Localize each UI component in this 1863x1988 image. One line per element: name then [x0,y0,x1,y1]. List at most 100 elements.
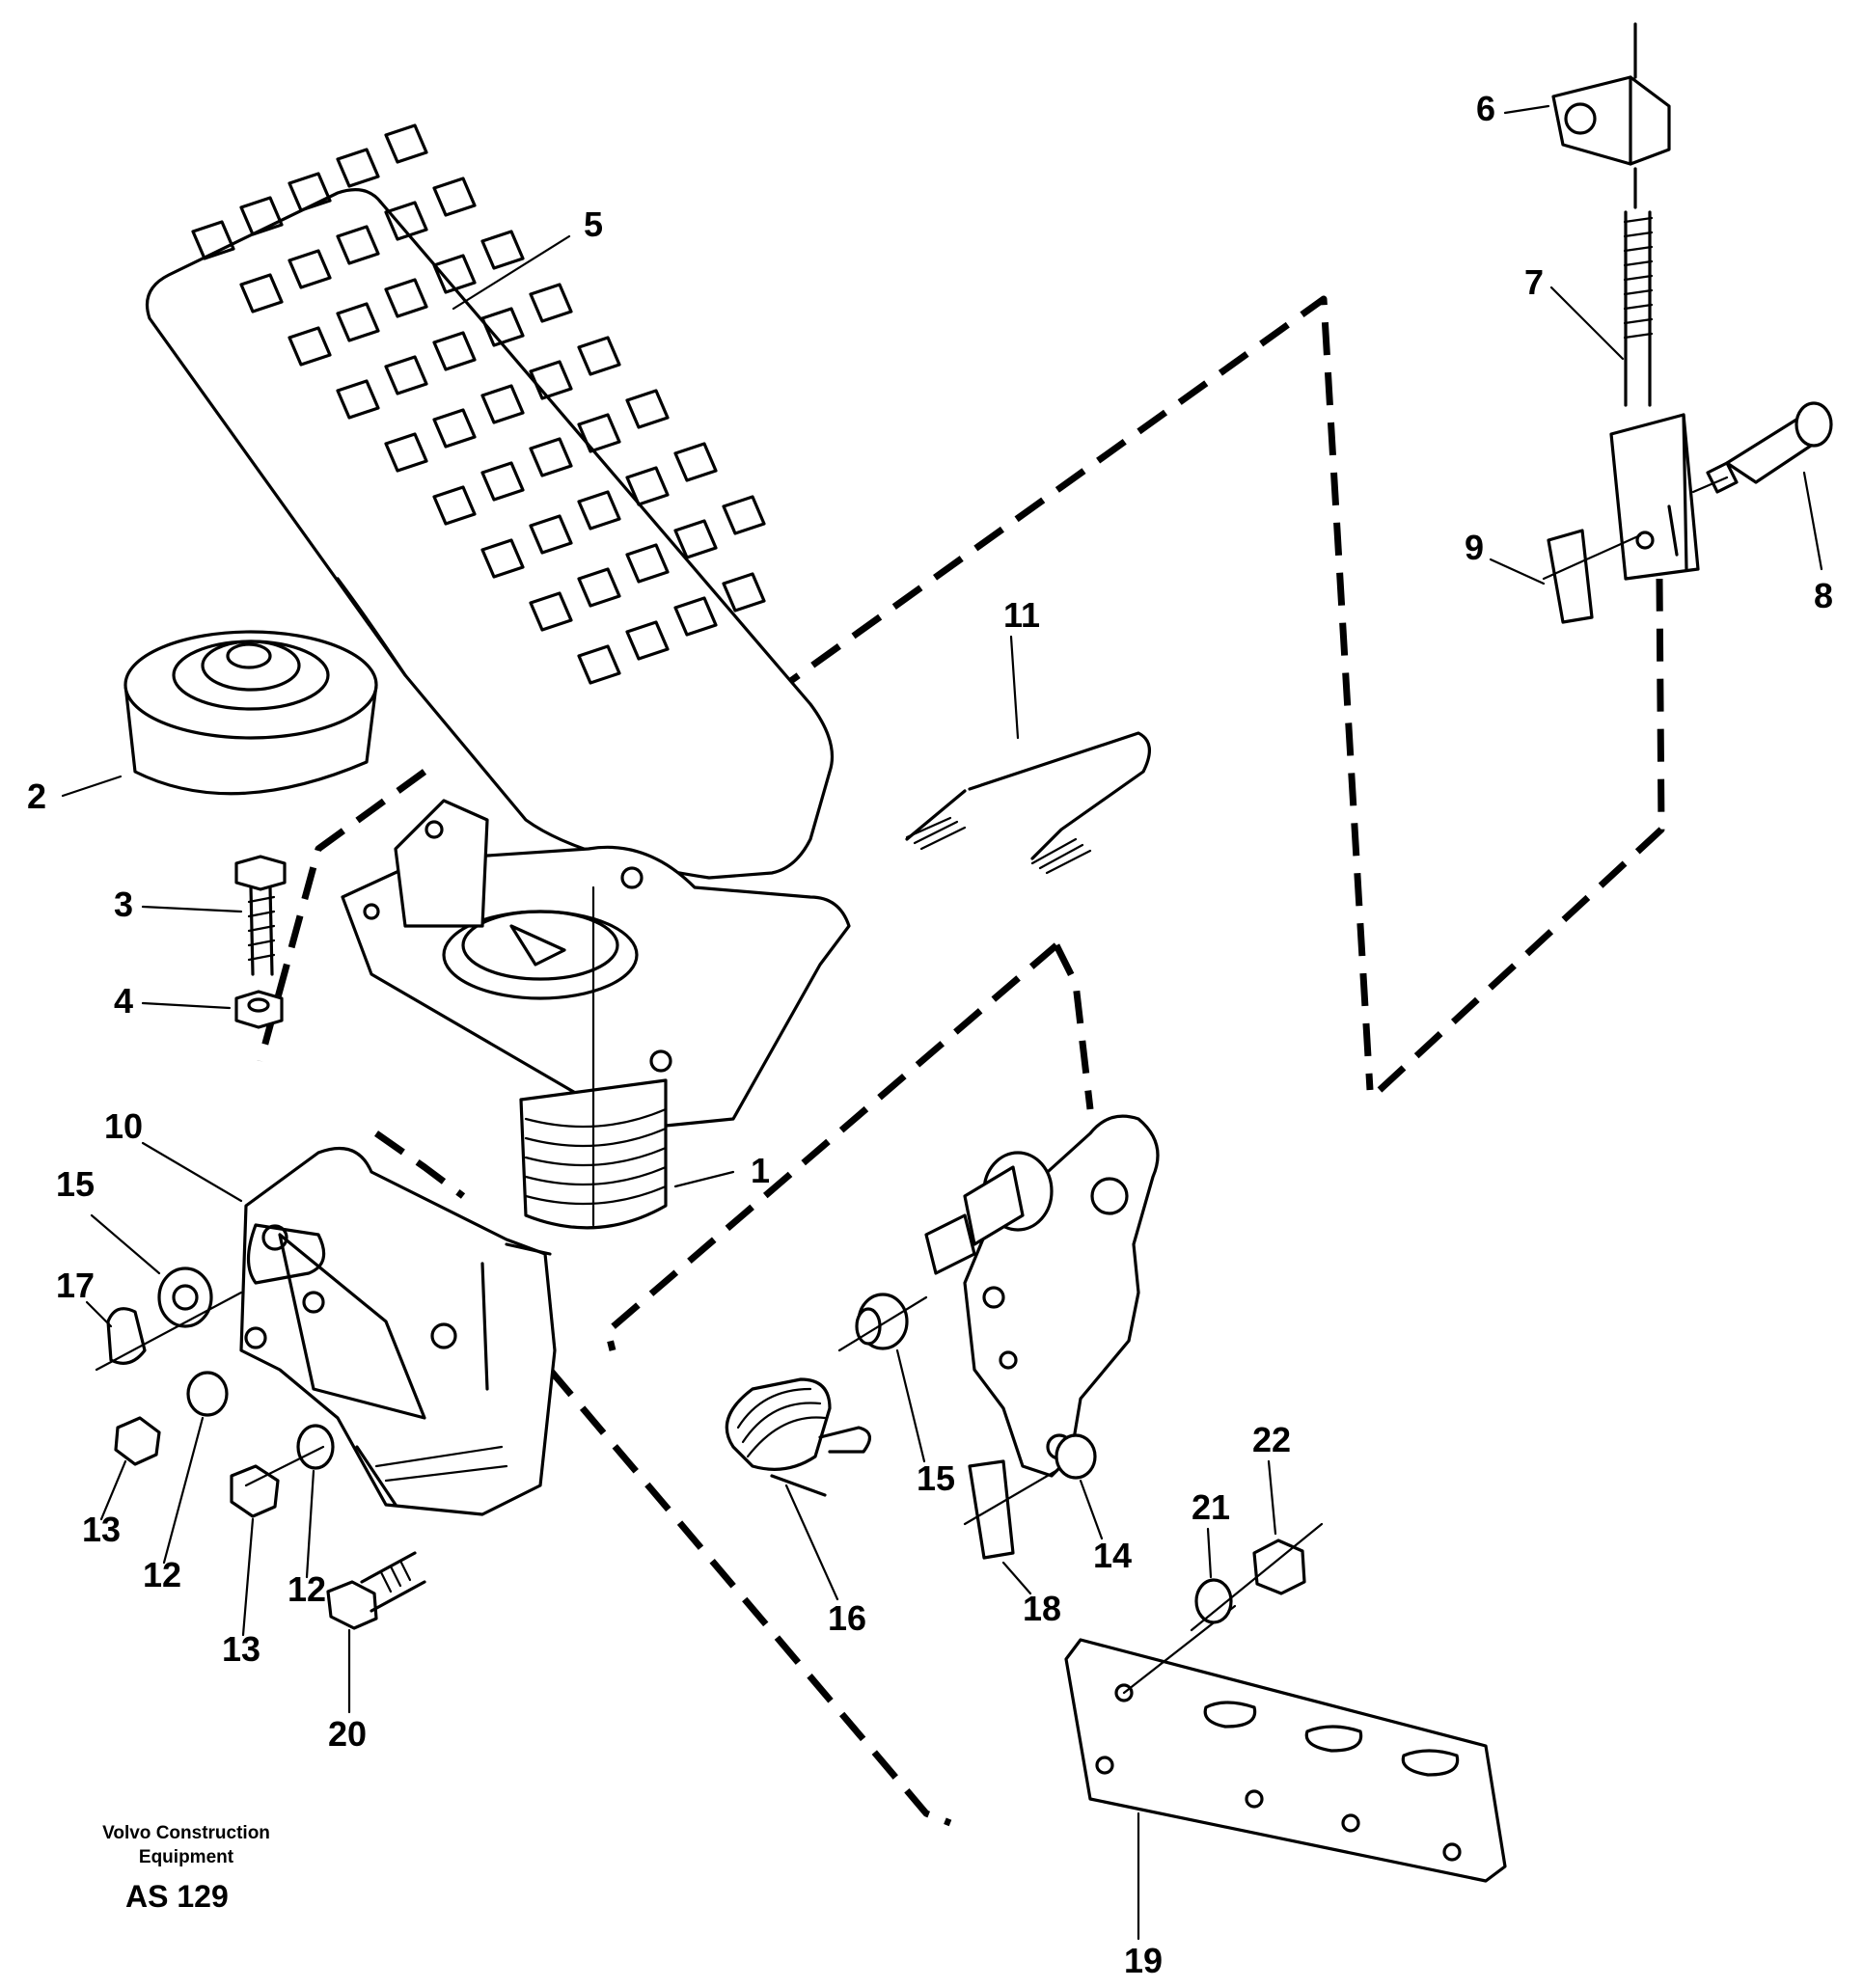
pedal-grip-hole [336,379,380,420]
callout-label-7: 7 [1524,262,1544,302]
callout-leader-6 [1503,104,1550,115]
pedal-grip-hole [432,408,477,449]
plate-washer-and-nut [1190,1522,1324,1632]
pedal-grip-hole [625,389,670,429]
pedal-grip-hole [384,432,428,473]
pedal-grip-hole [336,225,380,265]
callout-leader-12 [305,1469,315,1579]
callout-label-6: 6 [1476,89,1495,128]
pedal-grip-hole [673,596,718,637]
callout-leader-10 [141,1141,243,1203]
pedal-grip-hole [480,230,525,270]
throttle-lever [725,1114,1160,1560]
callout-leader-2 [61,775,123,798]
pedal-grip-hole [722,572,766,613]
pedal-grip-hole [529,283,573,323]
callout-leader-11 [1009,635,1020,740]
pedal-grip-hole [384,201,428,241]
callout-label-22: 22 [1252,1420,1291,1459]
callout-label-2: 2 [27,776,46,816]
pedal-grip-hole [673,519,718,559]
callout-label-17: 17 [56,1266,95,1305]
callout-label-18: 18 [1023,1589,1061,1628]
callout-leader-lines [61,104,1823,1941]
callout-leader-1 [673,1170,735,1188]
callout-leader-16 [784,1484,839,1601]
linkage-rod-assembly [1542,22,1833,624]
callout-leader-13 [241,1517,255,1637]
callout-label-11: 11 [1003,595,1040,635]
callout-label-8: 8 [1814,576,1833,615]
callout-label-9: 9 [1465,528,1484,567]
callout-leader-3 [141,905,243,913]
pedal-grip-hole [432,177,477,217]
callout-leader-13 [99,1459,127,1521]
callout-leader-14 [1079,1479,1104,1540]
callout-label-1: 1 [751,1151,770,1190]
callout-label-15: 15 [56,1164,95,1204]
pedal-grip-hole [722,495,766,535]
pedal-grip-hole [529,591,573,632]
mounting-bracket [239,1146,557,1516]
pedal-grip-hole [288,249,332,289]
pedal-grip-hole [529,514,573,555]
pedal-grip-hole [673,442,718,482]
pedal-grip-hole [529,360,573,400]
callout-label-10: 10 [104,1106,143,1146]
pedal-grip-hole [480,384,525,424]
callout-label-5: 5 [584,204,603,244]
callout-leader-18 [1001,1561,1032,1595]
callout-label-4: 4 [114,981,133,1021]
callout-label-21: 21 [1192,1487,1230,1527]
callout-leader-22 [1267,1459,1277,1536]
pedal-grip-hole [577,413,621,453]
pedal-grip-hole [577,567,621,608]
manufacturer-line-2: Equipment [138,1847,234,1867]
callout-leader-5 [452,234,571,311]
callout-leader-9 [1489,558,1546,586]
return-spring-cable [905,731,1151,875]
callout-label-12: 12 [288,1569,326,1609]
callout-leader-15 [90,1213,161,1275]
manufacturer-label: Volvo Construction Equipment [85,1821,288,1869]
pedal-grip-hole [432,254,477,294]
pedal-plate [145,123,835,880]
callout-label-16: 16 [828,1598,866,1638]
washers-and-nuts [95,1266,426,1630]
pedal-grip-hole [577,336,621,376]
callout-label-19: 19 [1124,1941,1163,1980]
pedal-grip-hole [577,644,621,685]
pedal-grip-hole [288,326,332,367]
floor-plate [1064,1604,1507,1883]
pedal-grip-hole [191,220,235,260]
pedal-grip-hole [625,466,670,506]
pedal-grip-hole [577,490,621,531]
callout-label-15: 15 [917,1458,955,1498]
callout-leader-21 [1206,1527,1213,1579]
rubber-stop [123,630,378,796]
pedal-grip-hole [432,485,477,526]
callout-leader-8 [1802,471,1823,571]
pedal-grip-hole [384,278,428,318]
drawing-code: AS 129 [125,1879,229,1914]
pedal-grip-hole [480,307,525,347]
pedal-bracket [341,799,851,1230]
pedal-grip-hole [239,196,284,236]
callout-label-20: 20 [328,1714,367,1754]
pedal-grip-hole [480,461,525,502]
pedal-grip-hole [480,538,525,579]
assembly-dashed-lines [257,295,1665,1827]
callout-leader-15 [895,1348,926,1463]
pedal-grip-hole [384,123,428,164]
pedal-underside-edge [336,577,407,677]
pedal-grip-hole [239,273,284,313]
callout-label-3: 3 [114,885,133,924]
callout-leader-4 [141,1001,232,1010]
pedal-grip-hole [529,437,573,477]
callout-leader-12 [162,1416,205,1565]
callout-label-13: 13 [222,1629,260,1669]
pedal-grip-hole [336,302,380,342]
pedal-grip-hole [625,620,670,661]
